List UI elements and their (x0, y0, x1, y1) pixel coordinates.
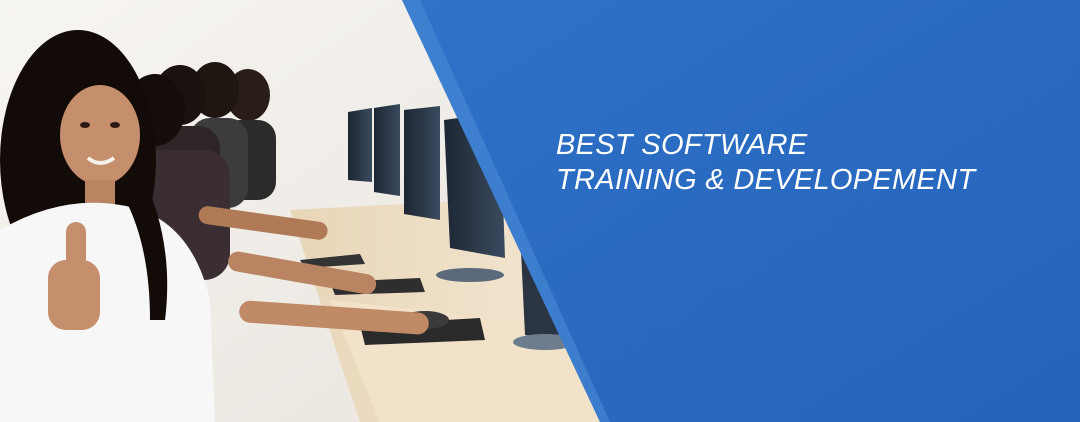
headline-line-1: BEST SOFTWARE (556, 129, 808, 161)
headline-line-2: TRAINING & DEVELOPEMENT (556, 164, 976, 196)
banner-headline: BEST SOFTWARE TRAINING & DEVELOPEMENT (556, 128, 975, 198)
